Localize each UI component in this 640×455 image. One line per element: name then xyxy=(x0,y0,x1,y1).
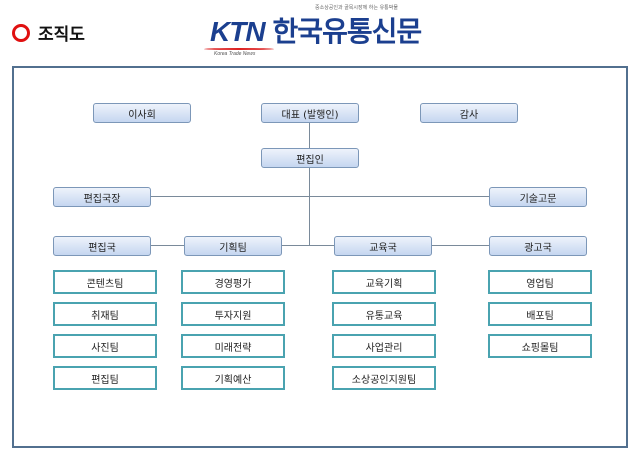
dept-advertising: 광고국 xyxy=(489,236,587,256)
node-ceo: 대표 (발행인) xyxy=(261,103,359,123)
team: 기획예산 xyxy=(181,366,285,390)
team: 미래전략 xyxy=(181,334,285,358)
team: 교육기획 xyxy=(332,270,436,294)
team: 소상공인지원팀 xyxy=(332,366,436,390)
node-chief-editor: 편집국장 xyxy=(53,187,151,207)
page-heading: 조직도 xyxy=(12,20,85,45)
node-tech-advisor: 기술고문 xyxy=(489,187,587,207)
dept-editorial: 편집국 xyxy=(53,236,151,256)
connector-line xyxy=(151,245,489,246)
page-title: 조직도 xyxy=(38,25,85,45)
node-publisher: 편집인 xyxy=(261,148,359,168)
team: 콘텐츠팀 xyxy=(53,270,157,294)
circle-bullet-icon xyxy=(12,23,30,42)
team: 취재팀 xyxy=(53,302,157,326)
connector-line xyxy=(151,196,489,197)
team: 사진팀 xyxy=(53,334,157,358)
node-board: 이사회 xyxy=(93,103,191,123)
team: 배포팀 xyxy=(488,302,592,326)
team: 투자지원 xyxy=(181,302,285,326)
connector-line xyxy=(309,122,310,246)
logo-slogan: 중소상공인과 골목시장께 하는 유통박물 xyxy=(315,5,398,11)
logo-name: 한국유통신문 xyxy=(272,15,423,48)
dept-education: 교육국 xyxy=(334,236,432,256)
team: 경영평가 xyxy=(181,270,285,294)
node-auditor: 감사 xyxy=(420,103,518,123)
team: 영업팀 xyxy=(488,270,592,294)
team: 사업관리 xyxy=(332,334,436,358)
dept-planning: 기획팀 xyxy=(184,236,282,256)
team: 편집팀 xyxy=(53,366,157,390)
team: 유통교육 xyxy=(332,302,436,326)
team: 쇼핑몰팀 xyxy=(488,334,592,358)
org-chart-frame xyxy=(12,66,628,448)
